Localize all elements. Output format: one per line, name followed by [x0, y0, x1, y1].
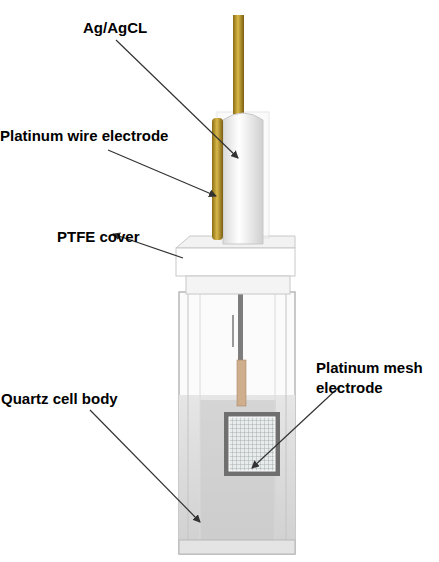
part-label: Platinum mesh electrode	[316, 358, 438, 398]
ag-agcl-electrode	[223, 15, 263, 244]
part-label: Ag/AgCL	[83, 18, 203, 38]
leader-lines	[90, 40, 338, 522]
ptfe-cover	[176, 236, 295, 294]
part-label: Platinum wire electrode	[0, 126, 210, 146]
part-label: PTFE cover	[57, 227, 177, 247]
part-label: Quartz cell body	[1, 389, 161, 409]
mesh-electrode	[224, 412, 280, 476]
inner-electrodes	[232, 292, 246, 406]
platinum-wire-electrode	[212, 118, 223, 240]
quartz-cell	[179, 292, 295, 554]
